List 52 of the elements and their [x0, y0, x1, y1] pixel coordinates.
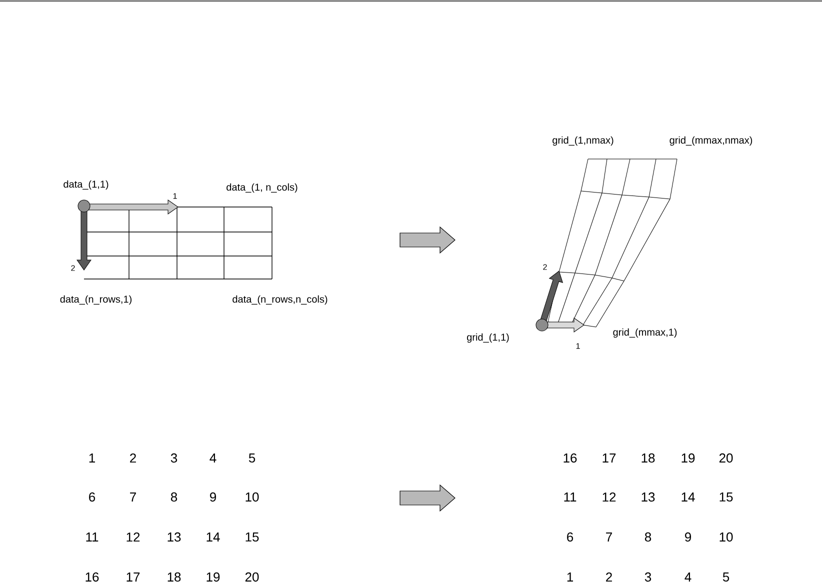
- table-number: 10: [246, 492, 259, 502]
- table-number: 11: [564, 492, 576, 502]
- table-number: 20: [245, 572, 259, 582]
- grid-label: data_(1, n_cols): [226, 183, 298, 193]
- table-number: 9: [685, 532, 691, 542]
- grid-label: data_(n_rows,1): [60, 295, 132, 305]
- table-number: 4: [684, 572, 692, 582]
- table-number: 14: [682, 492, 695, 502]
- table-number: 12: [126, 532, 140, 542]
- grid-label: data_(1,1): [64, 180, 108, 190]
- table-number: 5: [248, 453, 256, 463]
- table-number: 2: [606, 572, 612, 582]
- grid-label: grid_(mmax,nmax): [670, 136, 752, 146]
- grid-label: grid_(1,1): [467, 333, 509, 343]
- grid-label: data_(n_rows,n_cols): [232, 295, 328, 305]
- table-number: 13: [642, 492, 655, 502]
- table-number: 8: [644, 532, 652, 542]
- table-number: 17: [126, 572, 140, 582]
- table-number: 6: [567, 532, 574, 542]
- table-number: 18: [168, 572, 181, 582]
- table-number: 18: [642, 453, 655, 463]
- axis-number: 2: [71, 265, 75, 271]
- table-number: 3: [644, 572, 652, 582]
- table-number: 11: [86, 532, 98, 542]
- table-number: 6: [89, 492, 96, 502]
- table-number: 20: [719, 453, 733, 463]
- table-number: 4: [210, 454, 216, 462]
- table-number: 10: [720, 532, 733, 542]
- table-number: 2: [130, 453, 136, 463]
- table-number: 13: [168, 532, 181, 542]
- grid-label: grid_(1,nmax): [552, 136, 614, 146]
- table-number: 19: [682, 453, 695, 463]
- table-number: 17: [602, 454, 616, 462]
- table-number: 3: [170, 453, 178, 463]
- table-number: 16: [564, 453, 577, 463]
- table-number: 16: [86, 572, 99, 582]
- table-number: 1: [89, 454, 95, 462]
- axis-number: 1: [173, 193, 177, 199]
- table-number: 15: [246, 532, 259, 542]
- table-number: 9: [210, 492, 216, 502]
- table-number: 14: [206, 532, 220, 542]
- table-number: 5: [722, 572, 730, 582]
- table-number: 15: [720, 492, 733, 502]
- axis-number: 1: [576, 343, 580, 349]
- table-number: 1: [567, 572, 573, 582]
- grid-label: grid_(mmax,1): [613, 328, 677, 338]
- axis-number: 2: [543, 264, 547, 270]
- table-number: 8: [170, 492, 178, 502]
- table-number: 7: [130, 492, 136, 502]
- table-number: 12: [602, 492, 616, 502]
- table-number: 7: [606, 532, 612, 542]
- table-number: 19: [206, 572, 220, 582]
